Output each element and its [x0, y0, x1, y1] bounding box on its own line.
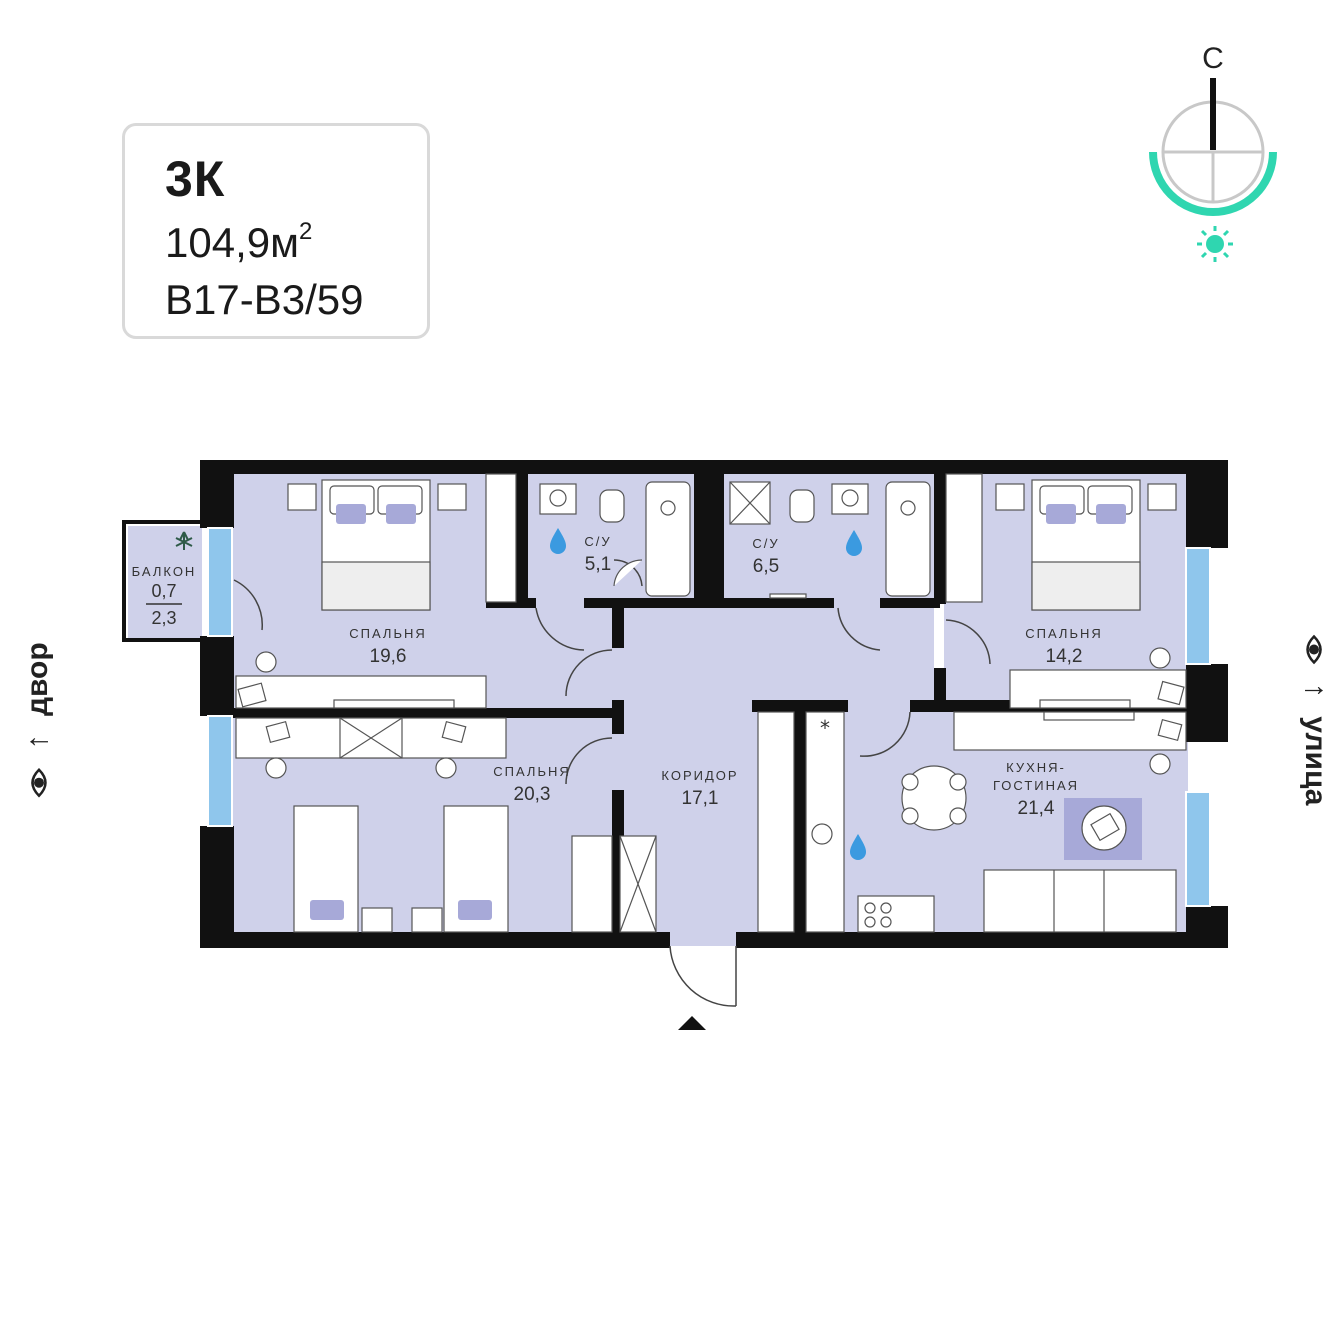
sun-icon	[1197, 226, 1233, 262]
bedroom2-label: СПАЛЬНЯ	[493, 764, 571, 779]
sink	[539, 483, 577, 515]
compass-north-label: С	[1202, 42, 1224, 75]
apartment-info-card: 3К 104,9м2 В17-В3/59	[122, 123, 430, 339]
side-text: двор	[21, 642, 54, 717]
fridge-icon: *	[820, 716, 830, 740]
doors	[233, 559, 991, 1007]
balcony-value-bottom: 2,3	[151, 608, 176, 628]
bath2-area: 6,5	[753, 556, 779, 577]
plant-icon	[175, 531, 193, 550]
kitchen-area: 21,4	[1018, 798, 1055, 819]
windows	[207, 527, 1211, 907]
side-label-street: ↑ улица	[1298, 634, 1332, 806]
arrow-icon: ↑	[21, 734, 54, 750]
balcony-label: БАЛКОН	[132, 564, 197, 579]
compass-sun-arc	[1149, 151, 1277, 216]
apartment-type: 3К	[165, 151, 226, 207]
side-label-yard: ↑ двор	[21, 642, 55, 798]
bath1-label: С/У	[584, 534, 611, 549]
apartment-area: 104,9м2	[165, 218, 313, 266]
eye-icon	[1306, 634, 1322, 665]
bedroom2-area: 20,3	[514, 784, 551, 805]
corridor-label: КОРИДОР	[661, 768, 738, 783]
sofa	[983, 869, 1177, 933]
water-icons	[550, 528, 866, 860]
side-text: улица	[1299, 716, 1332, 806]
arrow-icon: ↑	[1299, 682, 1332, 698]
pillows	[310, 504, 1126, 920]
bedroom3-label: СПАЛЬНЯ	[1025, 626, 1103, 641]
eye-icon	[31, 767, 47, 798]
nightstand	[287, 483, 317, 511]
apartment-code: В17-В3/59	[165, 276, 364, 323]
room-labels: БАЛКОН 0,7 2,3 СПАЛЬНЯ 19,6 СПАЛЬНЯ 20,3…	[132, 534, 1103, 819]
corridor-area: 17,1	[682, 788, 719, 809]
bath2-label: С/У	[752, 536, 779, 551]
bathtub	[645, 481, 691, 597]
entrance-arrow-icon	[678, 1016, 706, 1030]
bedroom1-label: СПАЛЬНЯ	[349, 626, 427, 641]
compass: С	[1149, 42, 1277, 262]
balcony-value-top: 0,7	[151, 581, 176, 601]
bath1-area: 5,1	[585, 554, 611, 575]
bedroom1-area: 19,6	[370, 646, 407, 667]
kitchen-label-line1: КУХНЯ-	[1006, 760, 1066, 775]
bedroom3-area: 14,2	[1046, 646, 1083, 667]
toilet	[599, 489, 625, 523]
kitchen-label-line2: ГОСТИНАЯ	[993, 778, 1079, 793]
furniture: *	[235, 473, 1187, 933]
